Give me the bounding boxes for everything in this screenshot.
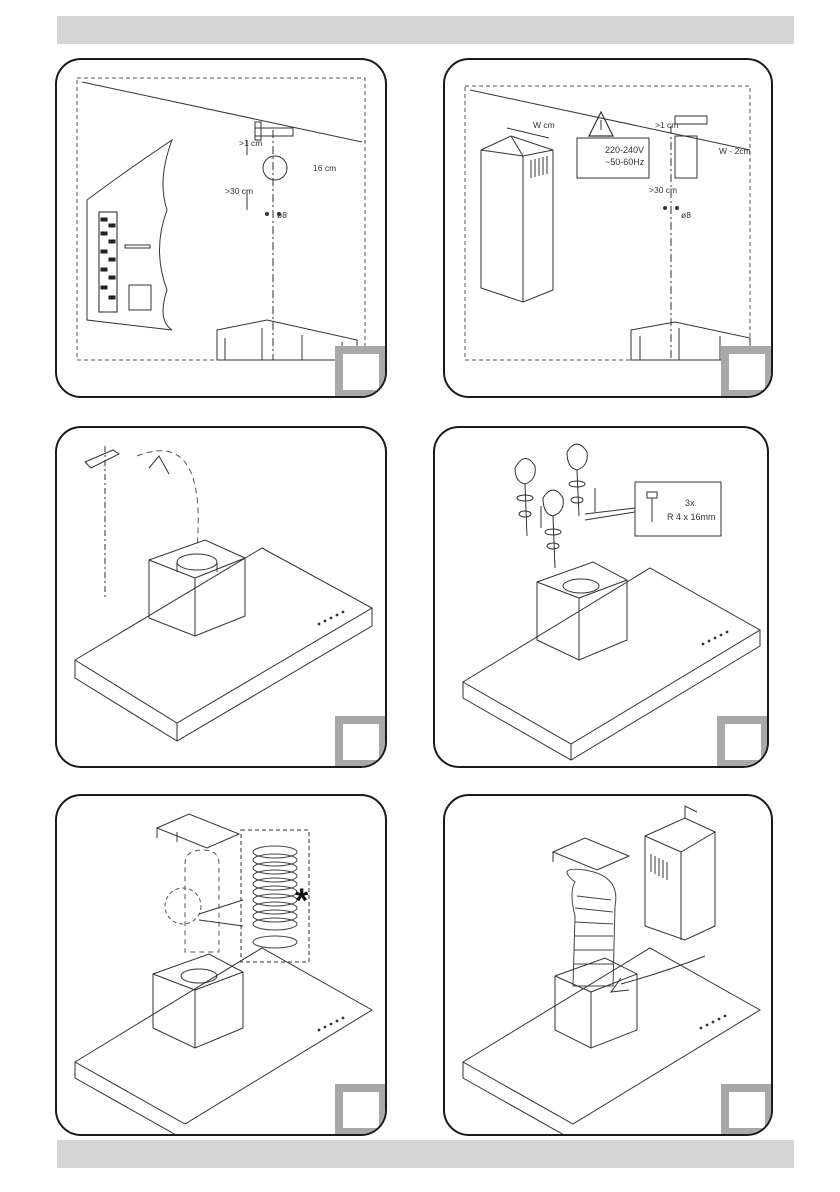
panel-step-4: 3x R 4 x 16mm <box>433 426 769 768</box>
chimney-vents <box>651 854 667 880</box>
dim-right-label: W - 2cm <box>719 146 751 156</box>
dim-top-label: >1 cm <box>239 138 262 148</box>
step-number-box <box>721 1084 773 1136</box>
step-number-box <box>721 346 773 398</box>
step-number-box <box>717 716 769 768</box>
flexible-duct <box>567 869 616 986</box>
step-number-box <box>335 1084 387 1136</box>
step-number-box <box>335 346 387 398</box>
panel-step-5: * <box>55 794 387 1136</box>
flexible-duct <box>253 846 297 948</box>
dim-bottom-label: >30 cm <box>225 186 253 196</box>
frequency-label: ~50-60Hz <box>605 157 644 167</box>
step-number-box <box>335 716 387 768</box>
dim-bottom-label: >30 cm <box>649 185 677 195</box>
screw-quantity-label: 3x <box>685 498 695 508</box>
screw-spec-label: R 4 x 16mm <box>667 512 716 522</box>
panel-step-3 <box>55 426 387 768</box>
control-buttons <box>318 611 345 626</box>
chimney-width-label: W cm <box>533 120 555 130</box>
panel-step-2: W cm 220-240V ~50-60Hz >1 cm W - 2cm >30… <box>443 58 773 398</box>
dim-side-label: 16 cm <box>313 163 336 173</box>
panel-step-6 <box>443 794 773 1136</box>
optional-accessory-mark: * <box>295 884 308 918</box>
footer-bar <box>57 1140 794 1168</box>
screw-label: ø8 <box>681 210 691 220</box>
brick-wall <box>99 212 117 312</box>
chimney-vents <box>531 156 547 178</box>
voltage-label: 220-240V <box>605 145 644 155</box>
header-bar <box>57 16 794 44</box>
dim-top-label: >1 cm <box>655 120 678 130</box>
control-buttons <box>702 631 729 646</box>
hands-with-screwdrivers <box>515 444 595 568</box>
panel-step-1: >1 cm 16 cm >30 cm ø8 <box>55 58 387 398</box>
control-buttons <box>700 1015 727 1030</box>
screw-label: ø8 <box>277 210 287 220</box>
